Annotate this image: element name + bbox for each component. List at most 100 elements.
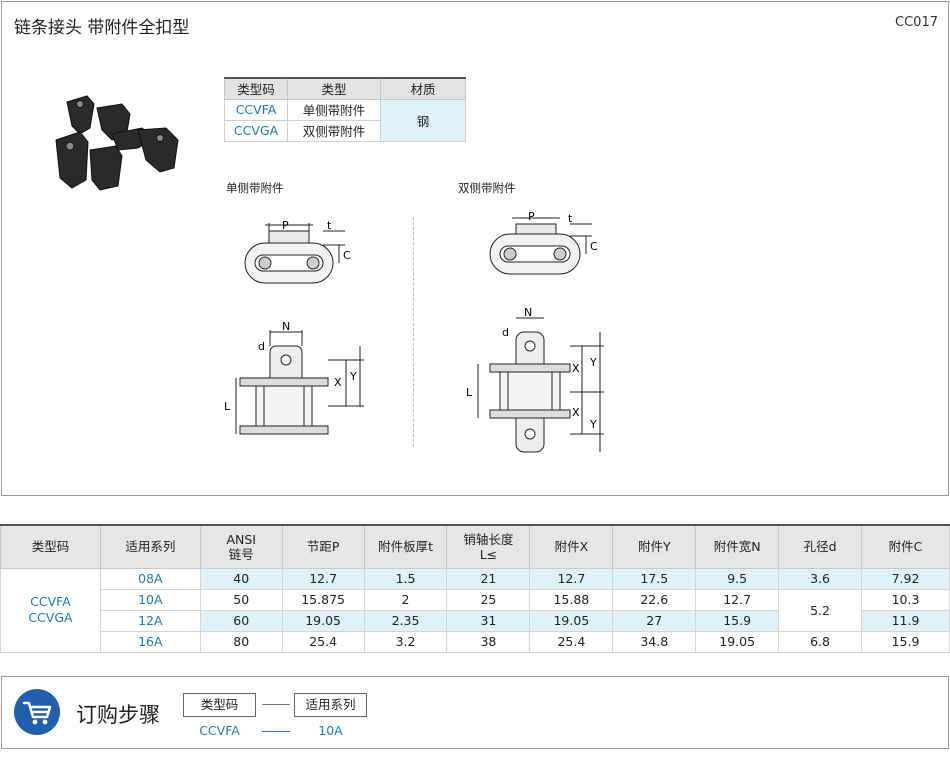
thickness-cell: 3.2 [363,630,448,653]
spec-header: 适用系列 [99,524,201,569]
thickness-cell: 1.5 [363,567,448,590]
material: 钢 [380,98,466,142]
type-code: CCVGA [224,119,288,142]
c-cell: 15.9 [861,630,950,653]
type-name: 单侧带附件 [287,98,381,121]
double-side-label: 双侧带附件 [458,181,516,195]
x-cell: 15.88 [529,588,614,611]
pin-length-cell: 38 [446,630,531,653]
dim-Y: Y [349,370,357,383]
dim-N: N [282,320,290,333]
ansi-cell: 40 [199,567,283,590]
single-side-top-view: P t C [244,219,351,284]
ansi-cell: 60 [199,609,283,632]
spec-header: 类型码 [0,524,101,569]
n-cell: 12.7 [695,588,780,611]
order-steps-panel: 订购步骤 类型码 适用系列 CCVFA 10A [1,676,949,749]
dim-t: t [327,219,332,232]
cart-icon [14,689,60,735]
dim-N: N [524,306,532,319]
pin-length-cell: 31 [446,609,531,632]
dim-L: L [224,400,231,413]
n-cell: 15.9 [695,609,780,632]
d-cell: 3.6 [778,567,862,590]
dim-Y: Y [589,418,597,431]
product-panel: 链条接头 带附件全扣型 CC017 类型码 类型 材质 CCVFA 单侧带附件 … [1,1,949,496]
dim-d: d [502,326,509,339]
dim-Y: Y [589,356,597,369]
y-cell: 34.8 [612,630,697,653]
dim-X: X [572,362,580,375]
type-name: 双侧带附件 [287,119,381,142]
series-cell: 10A [99,588,201,611]
series-cell: 16A [99,630,201,653]
table-row: 16A 80 25.4 3.2 38 25.4 34.8 19.05 6.8 1… [1,630,950,653]
pitch-cell: 12.7 [281,567,365,590]
y-cell: 17.5 [612,567,697,590]
y-cell: 27 [612,609,697,632]
n-cell: 19.05 [695,630,780,653]
c-cell: 11.9 [861,609,950,632]
double-side-top-view: P t C [489,210,598,275]
single-side-front-view: N d X Y L [224,320,364,435]
dim-C: C [343,249,351,262]
dim-t: t [568,212,573,225]
spec-header: 附件宽N [695,524,780,569]
product-photo [55,95,179,191]
spec-header: 销轴长度 L≤ [446,524,531,569]
order-step-type-code: 类型码 [183,693,256,717]
n-cell: 9.5 [695,567,780,590]
single-side-label: 单侧带附件 [226,181,284,195]
double-side-front-view: N d X X Y Y L [466,306,604,453]
thickness-cell: 2.35 [363,609,448,632]
order-connector [262,704,290,705]
table-row: 10A 50 15.875 2 25 15.88 22.6 12.7 5.2 1… [1,588,950,632]
ansi-cell: 80 [199,630,283,653]
page-title: 链条接头 带附件全扣型 [14,18,190,38]
pin-length-cell: 21 [446,567,531,590]
spec-header: 附件Y [612,524,697,569]
pitch-cell: 25.4 [281,630,365,653]
type-code: CCVFA [224,98,288,121]
spec-header: 附件板厚t [363,524,448,569]
dim-L: L [466,386,473,399]
series-cell: 08A [99,567,201,590]
d-cell: 6.8 [778,630,862,653]
thickness-cell: 2 [363,588,448,611]
series-cell: 12A [99,609,201,632]
spec-type-codes: CCVFA CCVGA [0,567,101,653]
order-example-code: CCVFA [199,723,240,738]
spec-header: 节距P [281,524,365,569]
type-table-header: 类型 [287,77,381,100]
spec-header: ANSI 链号 [199,524,283,569]
d-cell: 5.2 [778,588,862,632]
dim-C: C [590,240,598,253]
x-cell: 12.7 [529,567,614,590]
diagram-divider [413,217,414,447]
pitch-cell: 15.875 [281,588,365,611]
order-example-series: 10A [318,723,343,738]
y-cell: 22.6 [612,588,697,611]
table-row: 12A 60 19.05 2.35 31 19.05 27 15.9 11.9 [1,609,950,632]
pin-length-cell: 25 [446,588,531,611]
spec-table: 类型码 适用系列 ANSI 链号 节距P 附件板厚t 销轴长度 L≤ 附件X 附… [0,524,950,653]
dim-P: P [282,219,289,232]
spec-header: 附件X [529,524,614,569]
dim-X: X [572,406,580,419]
c-cell: 7.92 [861,567,950,590]
dim-P: P [528,210,535,223]
product-code: CC017 [895,15,938,30]
c-cell: 10.3 [861,588,950,611]
dim-d: d [258,340,265,353]
x-cell: 25.4 [529,630,614,653]
type-table: 类型码 类型 材质 CCVFA 单侧带附件 钢 CCVGA 双侧带附件 [224,77,466,142]
order-title: 订购步骤 [76,703,160,727]
dim-X: X [334,376,342,389]
order-example-connector [262,731,290,732]
x-cell: 19.05 [529,609,614,632]
pitch-cell: 19.05 [281,609,365,632]
order-step-series: 适用系列 [294,693,367,717]
ansi-cell: 50 [199,588,283,611]
type-table-header: 类型码 [224,77,288,100]
spec-header: 孔径d [778,524,862,569]
